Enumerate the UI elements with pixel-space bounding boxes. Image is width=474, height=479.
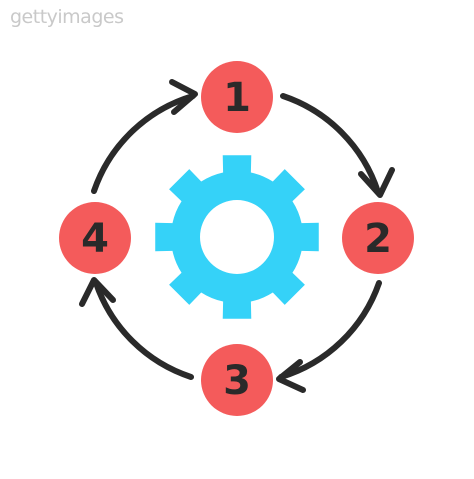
- gear-icon: [155, 155, 319, 319]
- step-node-4: 4: [59, 202, 131, 274]
- cycle-arrows: [79, 79, 395, 393]
- step-label-3: 3: [223, 358, 251, 404]
- arrow-2-to-3: [278, 280, 382, 380]
- step-label-2: 2: [364, 216, 392, 262]
- watermark-text: gettyimages: [10, 6, 124, 28]
- arrowhead-2-to-3: [276, 359, 306, 393]
- step-node-3: 3: [201, 344, 273, 416]
- step-label-4: 4: [81, 216, 109, 262]
- arrowhead-3-to-4: [79, 277, 116, 307]
- step-label-1: 1: [223, 75, 251, 121]
- arrowhead-4-to-1: [169, 79, 198, 115]
- arrow-3-to-4: [93, 280, 194, 380]
- step-node-1: 1: [201, 61, 273, 133]
- arrow-4-to-1: [91, 93, 196, 194]
- arrow-1-to-2: [280, 93, 381, 195]
- arrowhead-1-to-2: [358, 167, 395, 198]
- step-node-2: 2: [342, 202, 414, 274]
